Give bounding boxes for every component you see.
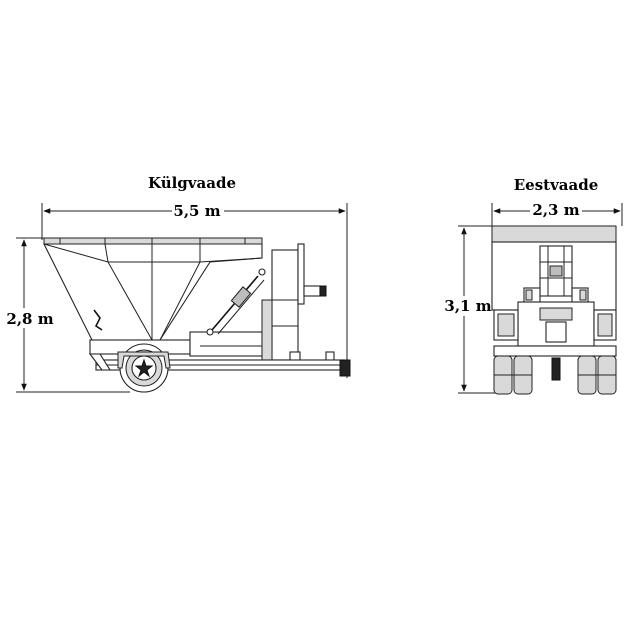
side-wheel [117,343,171,393]
side-wagon-drawing [43,237,351,393]
front-height-label: 3,1 m [444,297,491,315]
side-height-label: 2,8 m [6,310,53,328]
front-view-title: Eestvaade [514,176,599,194]
front-height-dimension: 3,1 m [444,225,500,394]
front-view: Eestvaade 2,3 m 3,1 m [444,176,623,395]
front-width-label: 2,3 m [532,201,579,219]
side-width-label: 5,5 m [173,202,220,220]
front-width-dimension: 2,3 m [491,200,623,226]
front-wagon-drawing [491,225,617,395]
side-width-dimension: 5,5 m [41,200,348,378]
side-view: Külgvaade 5,5 m 2,8 m [6,174,351,393]
side-view-title: Külgvaade [148,174,236,192]
side-height-dimension: 2,8 m [6,237,130,393]
front-wheels [493,355,617,395]
